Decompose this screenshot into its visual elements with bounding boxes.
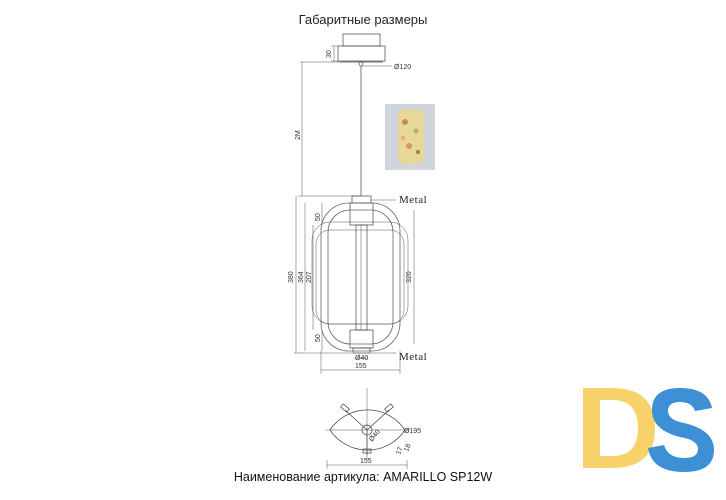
glass-height-label: 320 [406,271,413,283]
canopy-height-label: 30 [326,50,333,58]
plan-small-a-label: 17 [395,446,404,456]
vertical-dimensions [294,196,415,354]
shade-height-label: 364 [298,271,305,283]
article-name: Наименование артикула: AMARILLO SP12W [233,470,493,484]
ds-logo [583,388,714,472]
material-top-label: Metal [399,194,427,206]
plan-width-label: 155 [360,458,372,465]
canopy-diameter-label: Ø120 [394,64,411,71]
cap-bottom-label: 50 [315,334,322,342]
page-title: Габаритные размеры [298,12,428,27]
material-bottom-label: Metal [399,351,427,363]
cap-top-label: 50 [315,213,322,221]
tube-height-label: 207 [306,271,313,283]
canopy [331,33,392,67]
plan-small-b-label: 18 [403,443,412,453]
plan-inner-diameter-label: Ø40 [368,429,382,444]
plan-diameter-label: Ø195 [404,428,421,435]
product-photo [385,104,435,170]
lamp-body [311,195,409,354]
cable [298,61,362,197]
shade-width-label: 155 [355,363,367,370]
tube-diameter-label: Ø40 [355,355,368,362]
total-height-label: 380 [288,271,295,283]
plan-view [325,388,410,469]
cable-length-label: 2M [295,130,302,140]
